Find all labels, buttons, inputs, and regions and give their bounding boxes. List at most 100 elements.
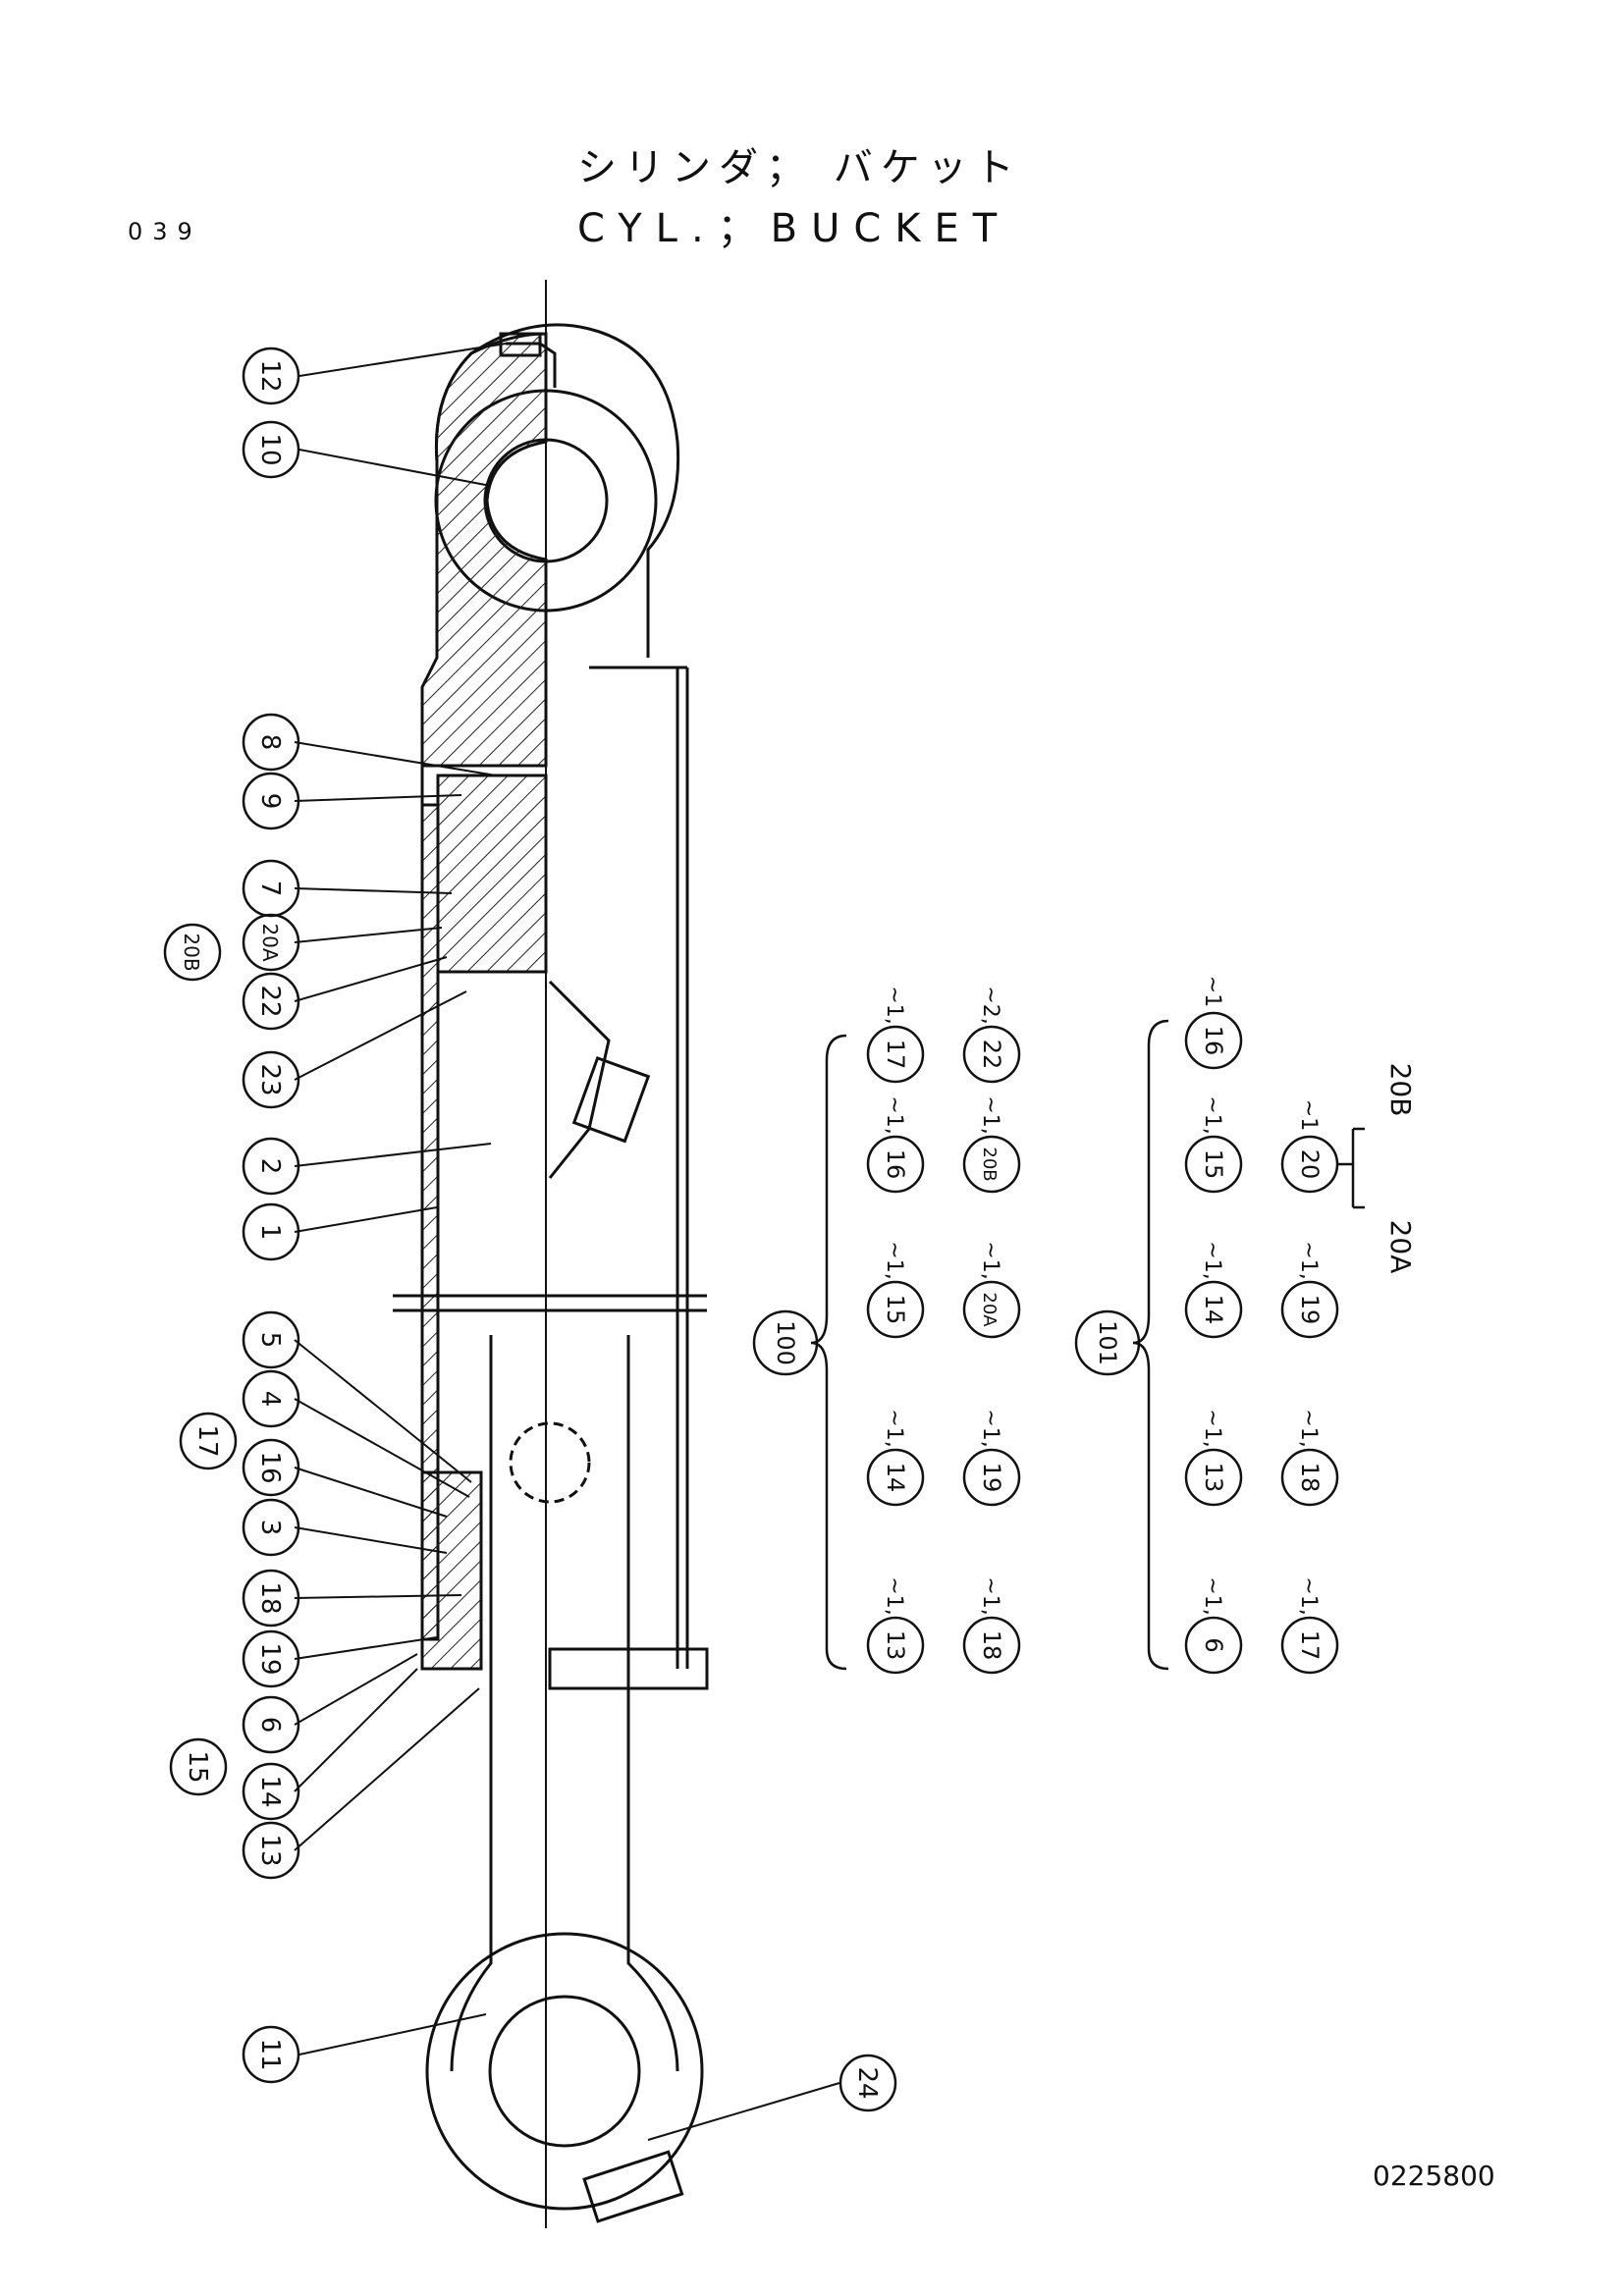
- kit-101-item-no: 16: [1200, 1026, 1227, 1056]
- callout-15: [169, 1737, 228, 1796]
- callout-22: [242, 972, 300, 1031]
- kit-100-item-qty: ~1,: [978, 1576, 1002, 1615]
- kit-100-item-qty: ~1,: [978, 1095, 1002, 1134]
- kit-100-item-no: 22: [978, 1040, 1005, 1070]
- kit-100-item-no: 16: [882, 1149, 909, 1180]
- kit-101-item-qty: ~1,: [1296, 1241, 1321, 1279]
- kit-101-sub-20B: 20B: [1384, 1063, 1417, 1117]
- kit-101-item-no: 19: [1296, 1295, 1324, 1325]
- callout-12-label: 12: [255, 359, 285, 392]
- kit-101-item-no: 13: [1200, 1463, 1227, 1493]
- kit-100-item-qty: ~1,: [882, 1095, 906, 1134]
- callout-6-label: 6: [255, 1717, 285, 1734]
- callout-18-label: 18: [255, 1581, 285, 1614]
- callout-24-label: 24: [852, 2066, 882, 2099]
- rod-eye-fitting: [582, 2150, 684, 2223]
- port-block: [571, 1055, 651, 1144]
- callout-20B-label: 20B: [180, 933, 203, 971]
- kit-100-brace: [810, 1034, 847, 1671]
- kit-101-item-qty: ~1,: [1296, 1409, 1321, 1447]
- callout-20B: [163, 923, 222, 982]
- callout-1-label: 1: [255, 1224, 285, 1241]
- callout-6: [242, 1695, 300, 1754]
- kit-101-item-no: 18: [1296, 1463, 1324, 1493]
- callout-16: [242, 1438, 300, 1497]
- piston: [436, 774, 548, 974]
- callout-19-label: 19: [255, 1642, 285, 1675]
- callout-24: [839, 2054, 897, 2112]
- kit-101-item-no: 17: [1296, 1630, 1324, 1661]
- callout-16-label: 16: [255, 1451, 285, 1483]
- callout-5-label: 5: [255, 1332, 285, 1349]
- kit-100-item-no: 17: [882, 1040, 909, 1070]
- kit-101-item-qty: ~1,: [1200, 1576, 1224, 1615]
- callout-17a: [179, 1412, 238, 1470]
- kit-101-item-qty: ~1,: [1200, 1095, 1224, 1134]
- kit-100-item-no: 13: [882, 1630, 909, 1661]
- callout-10: [242, 420, 300, 479]
- kit-101-branch: [1337, 1127, 1365, 1209]
- callout-22-label: 22: [255, 985, 285, 1017]
- kit-101-item-qty: ~1: [1200, 976, 1224, 1007]
- kit-100-item-qty: ~1,: [882, 1409, 906, 1447]
- leader-lines: [294, 343, 840, 2141]
- callout-17a-label: 17: [192, 1424, 222, 1457]
- callout-13: [242, 1821, 300, 1880]
- head-hatched-section: [420, 332, 548, 768]
- rod-relief: [509, 1421, 591, 1504]
- callout-20A: [242, 913, 300, 972]
- callout-3: [242, 1498, 300, 1557]
- callout-11: [242, 2025, 300, 2084]
- callout-15-label: 15: [183, 1750, 212, 1783]
- callout-5: [242, 1310, 300, 1369]
- document-number: 0225800: [1373, 2160, 1495, 2192]
- callout-12: [242, 347, 300, 405]
- callout-14: [242, 1762, 300, 1821]
- kit-101-sub-20A: 20A: [1384, 1220, 1417, 1274]
- kit-101-item-qty: ~1,: [1200, 1409, 1224, 1447]
- callout-11-label: 11: [255, 2038, 285, 2070]
- callout-23: [242, 1050, 300, 1109]
- callout-2-label: 2: [255, 1158, 285, 1175]
- kit-100-item-qty: ~2,: [978, 986, 1002, 1024]
- kit-100-item-no: 19: [978, 1463, 1005, 1493]
- callout-9: [242, 772, 300, 830]
- kit-100: [752, 1025, 1021, 1675]
- kit-101-item-no: 15: [1200, 1149, 1227, 1180]
- callout-20A-label: 20A: [258, 923, 282, 961]
- kit-100-item-qty: ~1,: [978, 1409, 1002, 1447]
- callout-23-label: 23: [255, 1063, 285, 1095]
- title-japanese: シリンダ； バケット: [577, 145, 1022, 190]
- kit-101-item-qty: ~1: [1296, 1099, 1321, 1131]
- kit-101-item-no: 20: [1296, 1149, 1324, 1180]
- kit-100-item-no: 15: [882, 1295, 909, 1325]
- page-number: 039: [128, 218, 202, 245]
- callout-13-label: 13: [255, 1834, 285, 1866]
- kit-100-item-no: 18: [978, 1630, 1005, 1661]
- kit-101-item-qty: ~1,: [1200, 1241, 1224, 1279]
- callout-3-label: 3: [255, 1520, 285, 1536]
- callout-1: [242, 1202, 300, 1261]
- rod-eye-outer: [425, 1932, 704, 2211]
- kit-101-item-no: 14: [1200, 1295, 1227, 1325]
- cylinder-body: [393, 280, 709, 2228]
- kit-100-item-qty: ~1,: [882, 986, 906, 1024]
- callout-19: [242, 1629, 300, 1688]
- callout-4-label: 4: [255, 1391, 285, 1408]
- callout-14-label: 14: [255, 1775, 285, 1807]
- kit-100-item-qty: ~1,: [978, 1241, 1002, 1279]
- kit-100-item-no: 20B: [979, 1147, 1000, 1181]
- callouts: [163, 347, 897, 2112]
- kit-100-item-no: 14: [882, 1463, 909, 1493]
- rod-gland: [420, 1470, 483, 1671]
- title-english: CYL.；BUCKET: [577, 206, 1011, 251]
- rod-eye-outline: [450, 1747, 679, 2072]
- kit-101-id: 101: [1094, 1320, 1121, 1365]
- callout-2: [242, 1137, 300, 1196]
- kit-101-item-no: 6: [1200, 1637, 1227, 1652]
- kit-100-id: 100: [772, 1320, 799, 1365]
- kit-101: [1074, 1011, 1365, 1675]
- callout-4: [242, 1369, 300, 1428]
- kit-100-item-qty: ~1,: [882, 1576, 906, 1615]
